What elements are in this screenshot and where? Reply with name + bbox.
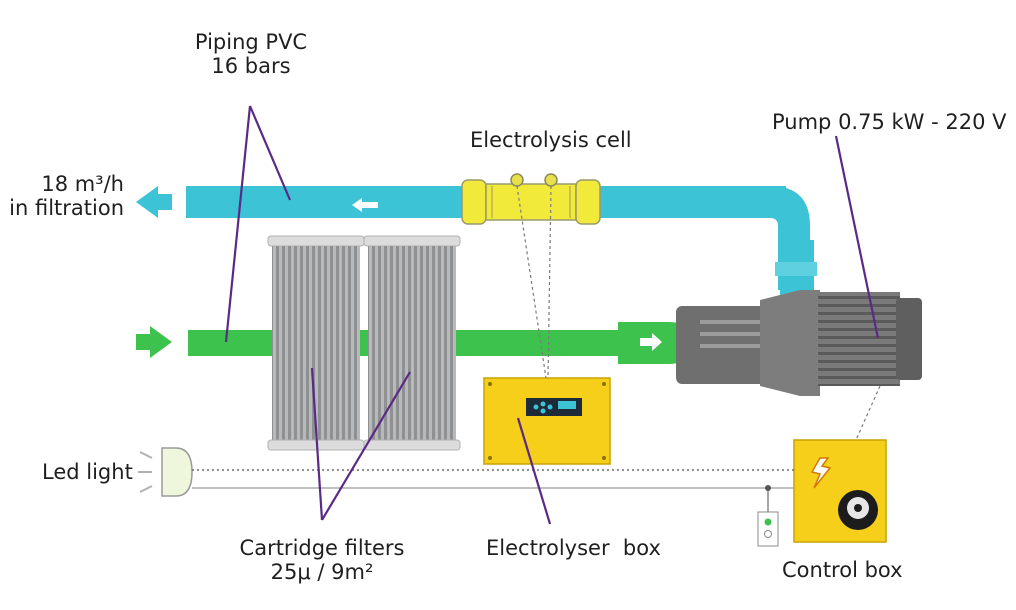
cell-cable-left: [516, 185, 547, 379]
callout-filter-1: [310, 367, 324, 521]
callout-filter-2: [321, 371, 411, 521]
pump-cable: [855, 385, 881, 441]
callout-piping-to-inlet: [224, 105, 252, 343]
callout-pump: [834, 135, 880, 339]
cartridge-filters-label-line2: 25μ / 9m²: [270, 560, 374, 584]
electrolysis-cell: [461, 173, 601, 225]
led-light-label: Led light: [42, 460, 133, 484]
return-pipe-coupling: [775, 262, 817, 276]
inlet-flow-arrow: [640, 333, 662, 351]
pump-motor-fins: [818, 292, 900, 386]
callout-electrolyser: [516, 417, 552, 525]
flow-rate-label: 18 m³/h in filtration: [0, 172, 124, 220]
pump-end-cap: [896, 298, 922, 380]
pump: [676, 290, 922, 396]
inflow-arrow: [136, 326, 172, 358]
outflow-arrow: [136, 186, 172, 218]
wall-switch: [757, 511, 779, 547]
flow-rate-label-line2: in filtration: [9, 196, 124, 220]
electrolysis-cell-label: Electrolysis cell: [470, 128, 632, 152]
control-box-label: Control box: [782, 558, 903, 582]
cartridge-filters-label-line1: Cartridge filters: [239, 536, 405, 560]
cartridge-filters-label: Cartridge filters 25μ / 9m²: [222, 536, 422, 584]
callout-piping-to-return: [248, 105, 292, 201]
piping-label-line1: Piping PVC: [194, 30, 308, 54]
pump-housing: [760, 290, 820, 396]
cartridge-filter-1: [267, 235, 365, 451]
electrolyser-box-label: Electrolyser box: [486, 536, 661, 560]
piping-label-line2: 16 bars: [211, 54, 291, 78]
return-flow-arrow: [352, 198, 378, 212]
electric-hazard-icon: [810, 457, 832, 489]
electrolyser-box: [483, 377, 611, 465]
cartridge-filter-2: [363, 235, 461, 451]
pump-label: Pump 0.75 kW - 220 V: [772, 110, 1007, 134]
cell-cable-right: [547, 185, 552, 379]
led-light: [138, 447, 193, 497]
control-box: [793, 439, 887, 543]
piping-label: Piping PVC 16 bars: [186, 30, 316, 78]
flow-rate-label-line1: 18 m³/h: [41, 172, 124, 196]
